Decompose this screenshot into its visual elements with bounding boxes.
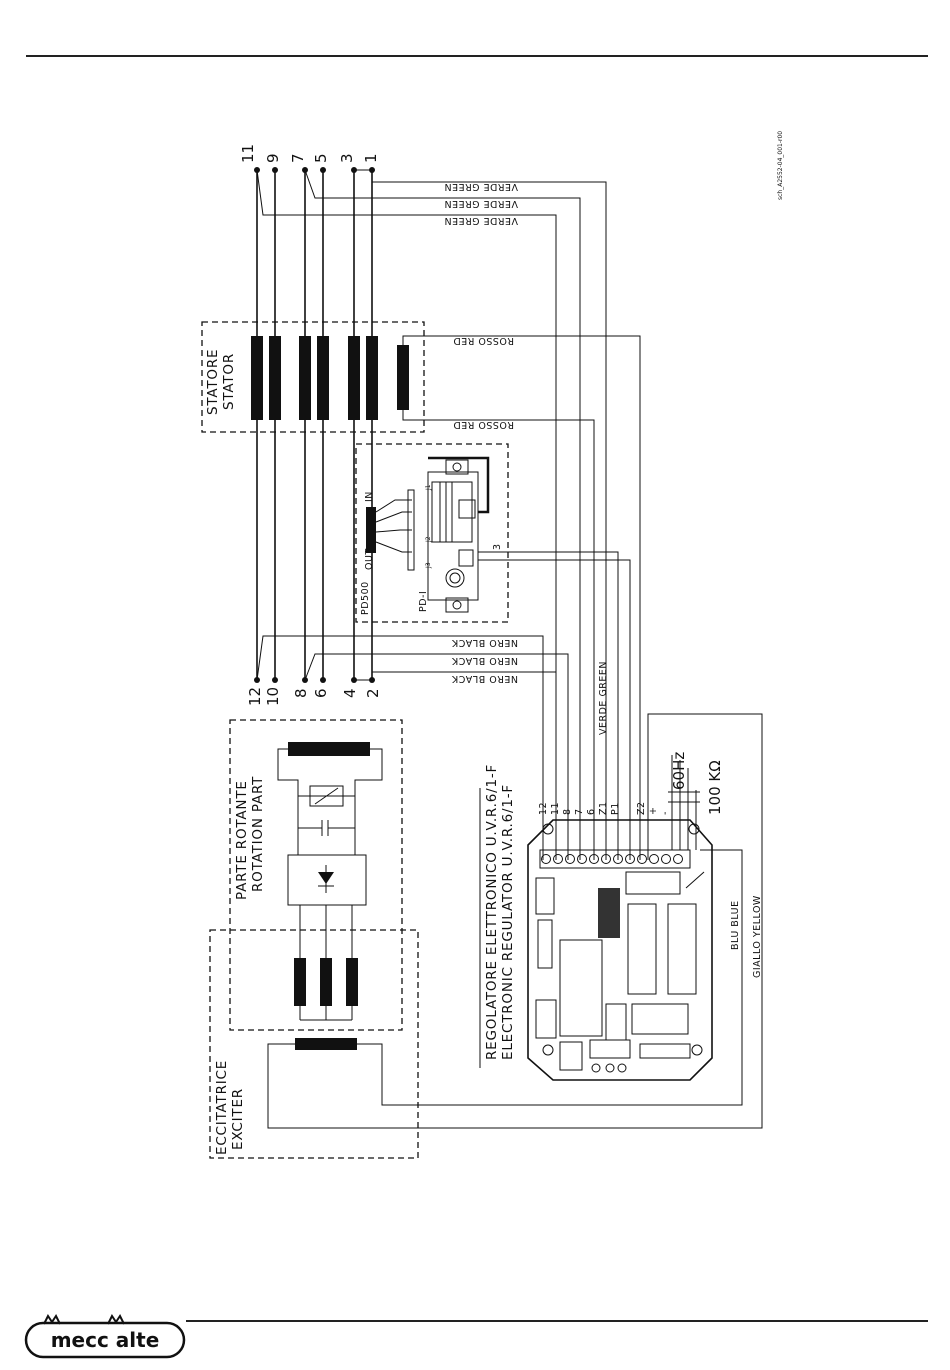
- reg-terminal-8: 8: [562, 808, 573, 815]
- label-black-3: NERO BLACK: [451, 673, 518, 684]
- rotating-box: [229, 719, 403, 1031]
- green-wires: [256, 169, 607, 860]
- reg-terminal-6: 6: [586, 808, 597, 815]
- pd500-module: [366, 489, 415, 571]
- ref-code: sch_A2552-04_001-r00: [777, 131, 784, 200]
- option-60hz: 60Hz: [670, 752, 688, 790]
- label-green-2: VERDE GREEN: [444, 198, 518, 209]
- label-green-1: VERDE GREEN: [444, 181, 518, 192]
- exciter-label-en: EXCITER: [230, 1088, 246, 1150]
- terminal-2: 2: [364, 688, 382, 698]
- terminal-9: 9: [264, 153, 282, 163]
- terminal-5: 5: [312, 153, 330, 163]
- label-green-3: VERDE GREEN: [444, 215, 518, 226]
- options-block: 60Hz 100 KΩ: [668, 752, 724, 850]
- reg-terminal-11: 11: [550, 802, 561, 815]
- pd-j1: J1: [425, 484, 432, 491]
- top-rule: [26, 55, 928, 57]
- exciter-winding: [267, 713, 763, 1129]
- black-wires: [256, 635, 569, 860]
- terminals-top: 11 9 7 5 3 1: [239, 144, 380, 163]
- stator-label: STATORE STATOR: [205, 349, 237, 415]
- mecc-alte-logo: mecc alte: [24, 1314, 186, 1359]
- red-wires: [402, 335, 641, 860]
- terminals-bottom: 12 10 8 6 4 2: [246, 687, 382, 706]
- reg-terminal-z1: Z1: [598, 801, 609, 815]
- terminal-8: 8: [292, 688, 310, 698]
- label-green-4: VERDE GREEN: [598, 661, 609, 735]
- pd-output-wires: [478, 551, 631, 860]
- label-red-1: ROSSO RED: [453, 335, 514, 346]
- reg-terminal-minus: -: [660, 811, 671, 815]
- stator-label-it: STATORE: [205, 349, 221, 415]
- pd-i-label: PD-I: [418, 591, 429, 612]
- pd500-in-label: IN: [364, 491, 375, 502]
- terminal-3: 3: [338, 153, 356, 163]
- label-black-1: NERO BLACK: [451, 637, 518, 648]
- brand-text: mecc alte: [51, 1328, 160, 1352]
- stator-label-en: STATOR: [221, 353, 237, 410]
- rotating-label-it: PARTE ROTANTE: [234, 780, 250, 900]
- pd-i-module: J1 J2 J3 3: [425, 456, 503, 613]
- regulator-board: [527, 819, 713, 1081]
- regulator-terminals: 12 11 8 7 6 Z1 P1 Z2 + -: [538, 801, 671, 815]
- regulator-wire-drops: [542, 820, 649, 850]
- terminal-4: 4: [341, 688, 359, 698]
- stator-windings: [251, 167, 409, 683]
- label-blue: BLU BLUE: [730, 900, 741, 950]
- reg-terminal-plus: +: [648, 807, 659, 815]
- label-yellow: GIALLO YELLOW: [752, 895, 763, 978]
- label-red-2: ROSSO RED: [453, 419, 514, 430]
- terminal-6: 6: [312, 688, 330, 698]
- terminal-10: 10: [264, 687, 282, 706]
- option-100kohm: 100 KΩ: [706, 760, 724, 815]
- bottom-rule: [186, 1320, 928, 1322]
- pd500-label: PD500: [360, 581, 371, 615]
- regulator-label-en: ELECTRONIC REGULATOR U.V.R.6/1-F: [500, 784, 516, 1060]
- terminal-11: 11: [239, 144, 257, 163]
- pd500-box: [355, 443, 509, 623]
- reg-terminal-12: 12: [538, 802, 549, 815]
- exciter-box: [209, 929, 419, 1159]
- reg-terminal-7: 7: [574, 808, 585, 815]
- pd-j2: J2: [425, 536, 432, 543]
- rotating-label-en: ROTATION PART: [250, 776, 266, 892]
- reg-terminal-z2: Z2: [636, 801, 647, 815]
- label-black-2: NERO BLACK: [451, 655, 518, 666]
- stator-box: [201, 321, 425, 433]
- rotating-part: [277, 742, 383, 1021]
- pd-pin-3: 3: [492, 543, 503, 550]
- pd-j3: J3: [425, 562, 432, 569]
- terminal-7: 7: [289, 153, 307, 163]
- terminal-1: 1: [362, 153, 380, 163]
- regulator-label-it: REGOLATORE ELETTRONICO U.V.R.6/1-F: [484, 764, 500, 1060]
- pd500-out-label: OUT: [364, 548, 375, 570]
- exciter-label-it: ECCITATRICE: [214, 1060, 230, 1155]
- terminal-12: 12: [246, 687, 264, 706]
- reg-terminal-p1: P1: [610, 802, 621, 815]
